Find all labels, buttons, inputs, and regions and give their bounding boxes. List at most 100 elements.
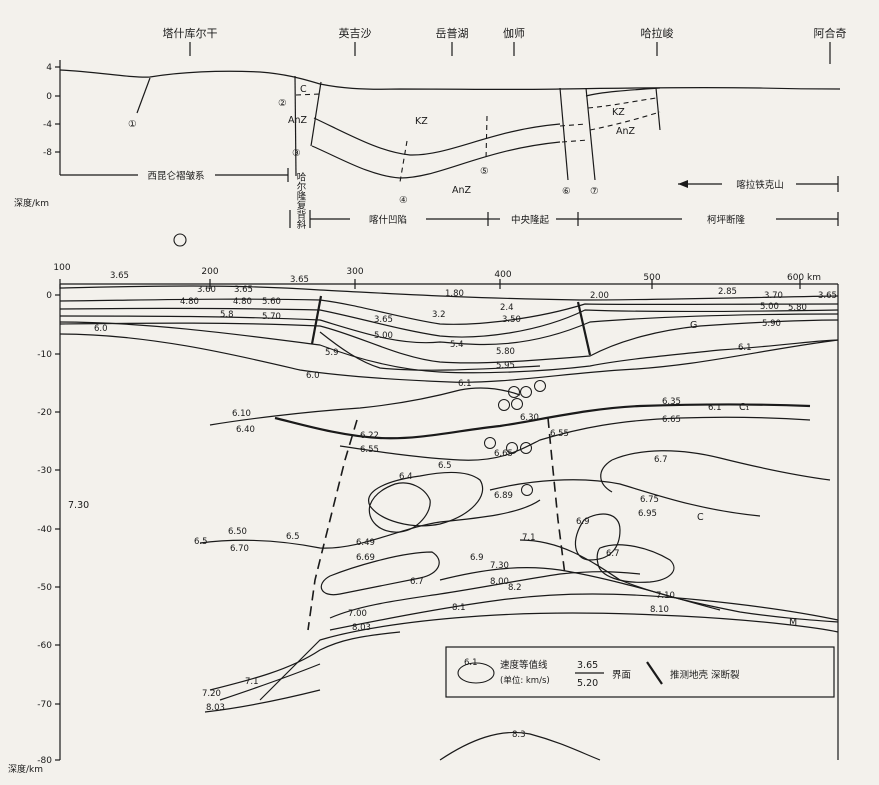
bottom-depth-tick-80: -80 [37, 756, 52, 766]
bottom-depth-tick-0: 0 [46, 291, 52, 301]
unit-label-c: C [300, 84, 307, 95]
distance-tick-600: 600 km [787, 273, 821, 283]
fault-7-line [585, 87, 596, 181]
velocity-label: 8.03 [206, 703, 225, 713]
legend-contour-icon [457, 662, 495, 684]
velocity-label: 6.69 [356, 553, 375, 563]
unit-label-anz-left: AnZ [288, 115, 308, 126]
unit-label-anz-center: AnZ [452, 185, 472, 196]
velocity-label: 8.00 [490, 577, 509, 587]
velocity-label: 6.5 [286, 532, 300, 542]
velocity-label: 6.55 [550, 429, 569, 439]
legend-contour-value: 6.1 [464, 658, 478, 668]
basin-lower-boundary [311, 141, 561, 179]
velocity-label: 2.00 [590, 291, 609, 301]
velocity-label: 6.5 [438, 461, 452, 471]
structure-keping: 柯坪断隆 [707, 214, 746, 226]
velocity-label: 6.49 [356, 538, 375, 548]
velocity-label: 6.7 [410, 577, 424, 587]
velocity-label: 8.2 [508, 583, 522, 593]
top-depth-tick-4: 4 [46, 63, 52, 73]
place-markers [189, 42, 831, 64]
velocity-label: 8.03 [352, 623, 371, 633]
shallow-interfaces [59, 285, 839, 383]
velocity-label: 6.1 [708, 403, 722, 413]
velocity-label: 8.10 [650, 605, 669, 615]
bottom-depth-tick-70: -70 [37, 700, 52, 710]
bottom-depth-tick-marks [55, 294, 60, 761]
velocity-label: 5.00 [760, 302, 779, 312]
velocity-label: 3.50 [502, 315, 521, 325]
bottom-depth-tick-20: -20 [37, 408, 52, 418]
velocity-label: 6.0 [306, 371, 320, 381]
fault-number-1: ① [128, 119, 137, 130]
bottom-section: 100 200 300 400 500 600 km 0 -10 -20 -30… [8, 263, 839, 775]
velocity-label: 5.60 [262, 297, 281, 307]
fault-6-line [559, 87, 569, 181]
velocity-label: 6.1 [458, 379, 472, 389]
fault-number-4: ④ [399, 195, 408, 206]
interface-c1: C₁ [739, 402, 750, 413]
distance-tick-marks [59, 279, 801, 289]
fault-3-line [310, 81, 322, 147]
velocity-label: 5.80 [788, 303, 807, 313]
velocity-label: 7.10 [656, 591, 675, 601]
legend-interface-num: 3.65 [577, 660, 598, 671]
deep-crust-contours [204, 571, 839, 761]
velocity-label: 3.2 [432, 310, 446, 320]
structure-west-kunlun: 西昆仑褶皱系 [147, 170, 204, 182]
fault-2-line [294, 75, 297, 177]
place-yengisar: 英吉沙 [339, 26, 372, 40]
structure-central-uplift: 中央隆起 [511, 214, 550, 226]
distance-tick-400: 400 [494, 270, 511, 280]
velocity-label: 6.95 [638, 509, 657, 519]
marker-circle [173, 233, 187, 247]
velocity-label: 6.55 [360, 445, 379, 455]
distance-tick-500: 500 [643, 273, 660, 283]
velocity-label: 6.10 [232, 409, 251, 419]
velocity-label: 3.60 [197, 285, 216, 295]
velocity-label: 6.5 [194, 537, 208, 547]
velocity-label: 5.8 [220, 310, 234, 320]
velocity-label: 6.65 [662, 415, 681, 425]
velocity-label: 8.3 [512, 730, 526, 740]
bottom-depth-tick-50: -50 [37, 583, 52, 593]
bottom-depth-tick-30: -30 [37, 466, 52, 476]
unit-label-anz-right: AnZ [616, 126, 636, 137]
unit-label-kz-center: KZ [415, 116, 428, 127]
dashed-fault-left [307, 419, 358, 631]
legend-fault-icon [646, 661, 663, 685]
velocity-label: 5.90 [762, 319, 781, 329]
fault-number-2: ② [278, 98, 287, 109]
place-yuepuhu: 岳普湖 [436, 26, 469, 40]
velocity-label: 3.65 [818, 291, 837, 301]
place-tashkurgan: 塔什库尔干 [163, 27, 218, 40]
place-halajun: 哈拉峻 [641, 26, 674, 40]
dashed-fault-right [547, 417, 566, 576]
velocity-label: 6.70 [230, 544, 249, 554]
velocity-label: 6.65 [494, 449, 513, 459]
bottom-depth-axis-label: 深度/km [8, 763, 43, 775]
velocity-label: 6.4 [399, 472, 413, 482]
distance-tick-200: 200 [201, 267, 218, 277]
legend-contour-title: 速度等值线 [500, 659, 548, 671]
basin-upper-boundary [313, 117, 561, 156]
velocity-label: 6.22 [360, 431, 379, 441]
mid-crust-contours [199, 387, 839, 623]
legend-interface-label: 界面 [612, 670, 631, 681]
velocity-label: 6.30 [520, 413, 539, 423]
structure-haerlong: 哈尔隆复背斜 [295, 171, 307, 230]
top-depth-ticks [55, 66, 60, 153]
legend-contour-unit: (单位: km/s) [500, 675, 550, 686]
velocity-label: 6.7 [606, 549, 620, 559]
velocity-label: 6.35 [662, 397, 681, 407]
velocity-label: 7.30 [490, 561, 509, 571]
left-velocity-value: 7.30 [68, 500, 89, 511]
unit-label-kz-right: KZ [612, 107, 625, 118]
velocity-label: 6.50 [228, 527, 247, 537]
top-depth-tick-m4: -4 [43, 120, 52, 130]
velocity-label: 4.80 [180, 297, 199, 307]
velocity-label: 5.95 [496, 361, 515, 371]
